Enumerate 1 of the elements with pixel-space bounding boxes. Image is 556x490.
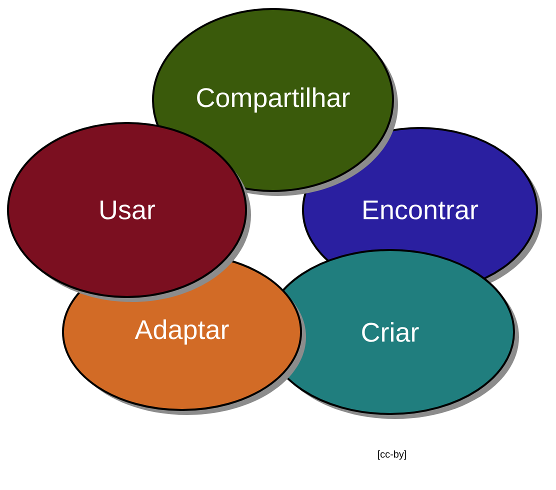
license-note: [cc-by]	[378, 450, 406, 460]
